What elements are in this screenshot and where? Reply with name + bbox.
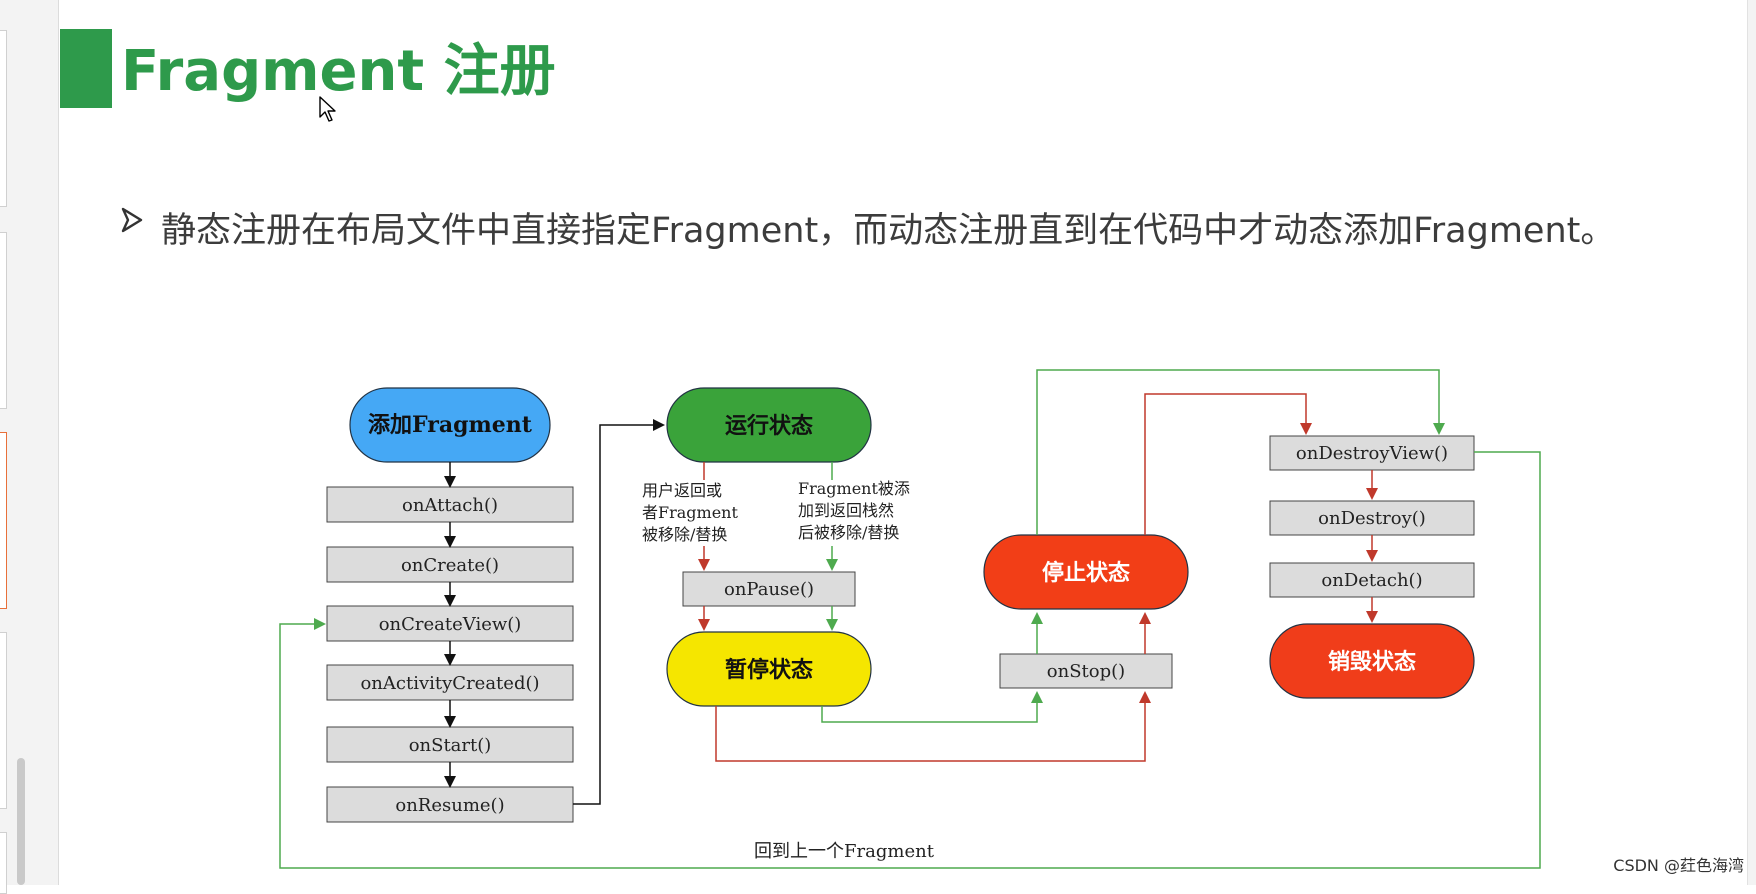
slide-title: Fragment 注册 <box>121 39 556 104</box>
lifecycle-column: onAttach() onCreate() onCreateView() onA… <box>326 462 574 823</box>
right-edge-panel <box>1747 0 1756 885</box>
step-onactivitycreated: onActivityCreated() <box>360 673 539 694</box>
start-state-label: 添加Fragment <box>368 412 533 438</box>
ondestroyview-label: onDestroyView() <box>1296 443 1448 464</box>
destroyed-state-label: 销毁状态 <box>1328 649 1416 675</box>
ondestroy-node <box>1269 500 1475 536</box>
ondetach-label: onDetach() <box>1321 570 1422 591</box>
stopped-state-node <box>983 534 1189 610</box>
step-oncreate: onCreate() <box>401 555 499 576</box>
slide-thumbnail-panel <box>0 0 59 894</box>
slide-thumbnail[interactable] <box>0 632 7 809</box>
onpause-label: onPause() <box>724 579 814 600</box>
step-onattach: onAttach() <box>402 495 498 516</box>
bullet-text: 静态注册在布局文件中直接指定Fragment，而动态注册直到在代码中才动态添加F… <box>161 211 1616 251</box>
paused-state-label: 暂停状态 <box>725 657 813 683</box>
watermark: CSDN @荭色海湾 <box>1613 856 1744 875</box>
note-right-line2: 加到返回栈然 <box>798 501 894 520</box>
onstop-node <box>999 653 1173 689</box>
ondestroy-label: onDestroy() <box>1318 508 1426 529</box>
ondestroyview-node <box>1269 435 1475 471</box>
note-left-line2: 者Fragment <box>642 503 738 522</box>
note-left-line1: 用户返回或 <box>642 481 722 500</box>
step-onstart: onStart() <box>409 735 492 756</box>
slide-thumbnail[interactable] <box>0 232 7 409</box>
mouse-pointer-icon <box>319 96 336 122</box>
onpause-node <box>682 571 856 607</box>
running-state-label: 运行状态 <box>725 413 813 439</box>
scrollbar-thumb[interactable] <box>17 758 25 885</box>
back-to-previous-label: 回到上一个Fragment <box>754 841 935 862</box>
step-onresume: onResume() <box>395 795 504 816</box>
title-accent-bar <box>60 29 112 108</box>
step-oncreateview: onCreateView() <box>379 614 522 635</box>
note-left-line3: 被移除/替换 <box>642 525 727 544</box>
running-state-node <box>666 387 872 463</box>
onstop-label: onStop() <box>1047 661 1125 682</box>
fragment-lifecycle-diagram: 添加Fragment onAttach() onCreate() onCreat… <box>279 369 1541 869</box>
note-right-line1: Fragment被添 <box>798 479 910 498</box>
stopped-state-label: 停止状态 <box>1042 560 1130 586</box>
bullet-arrow-icon <box>121 207 143 233</box>
slide-thumbnail[interactable] <box>0 30 7 207</box>
destroyed-state-node <box>1269 623 1475 699</box>
paused-state-node <box>666 631 872 707</box>
slide-thumbnail-active[interactable] <box>0 432 7 609</box>
note-right-line3: 后被移除/替换 <box>798 523 899 542</box>
